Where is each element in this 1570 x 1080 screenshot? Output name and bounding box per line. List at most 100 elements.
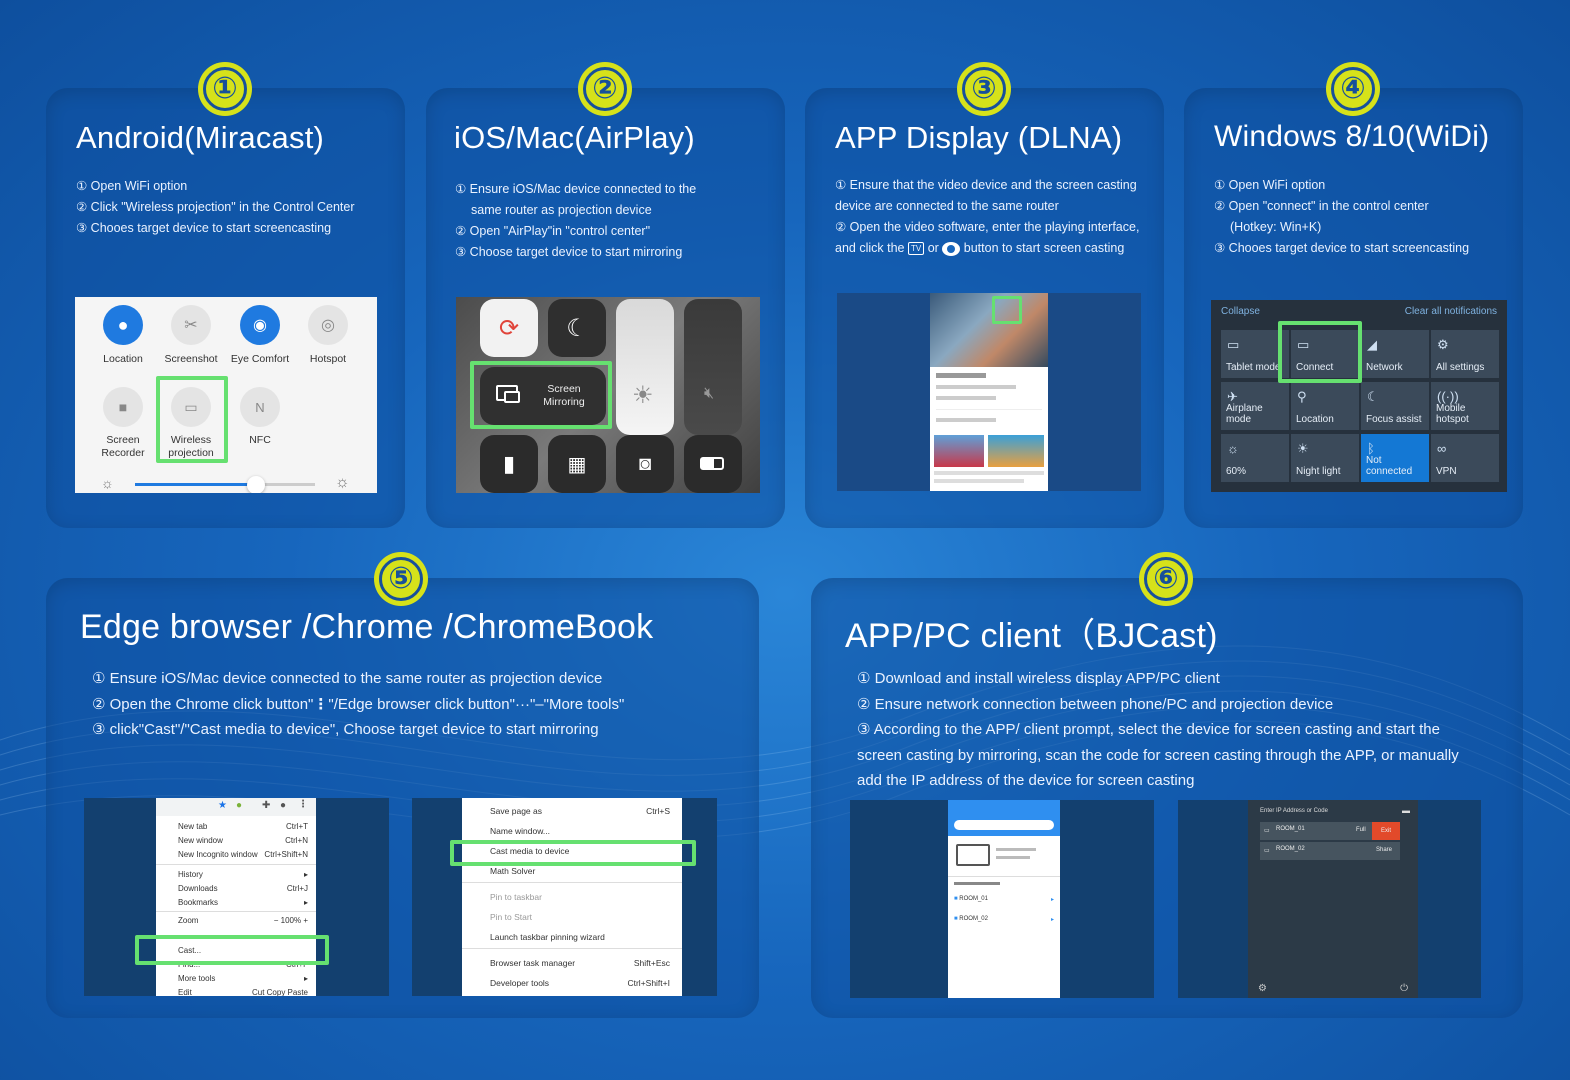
device-icon: ▭	[1264, 828, 1270, 834]
ios-control-center-screenshot: ⟳ ☾ ☀ 🔇︎ Screen Mirroring ▮ ▦ ◙	[456, 297, 760, 493]
windows-action-center-screenshot: Collapse Clear all notifications ▭Tablet…	[1211, 300, 1507, 492]
rotation-lock-button[interactable]: ⟳	[480, 299, 538, 357]
tile-brightness[interactable]: ☼60%	[1221, 434, 1289, 482]
flashlight-button[interactable]: ▮	[480, 435, 538, 493]
tile-label: NFC	[249, 434, 271, 446]
highlight-cast-item	[135, 935, 329, 965]
edge-menu-item[interactable]: Launch taskbar pinning wizard	[490, 932, 605, 942]
tile-night-light[interactable]: ☀Night light	[1291, 434, 1359, 482]
tile-mobile-hotspot[interactable]: ((·))Mobile hotspot	[1431, 382, 1499, 430]
extension-icon: ●	[236, 800, 243, 811]
kebab-menu-button[interactable]: ⋮	[298, 799, 308, 810]
card-title-bjcast: APP/PC client（BJCast)	[845, 617, 1218, 655]
tile-label: Location	[103, 353, 143, 365]
screen-recorder-icon: ■	[103, 387, 143, 427]
brightness-control[interactable]	[616, 299, 674, 435]
edge-menu-item[interactable]: Math Solver	[490, 866, 536, 876]
tile-location[interactable]: ⚲Location	[1291, 382, 1359, 430]
tile-connect[interactable]: ▭Connect	[1291, 330, 1359, 378]
volume-control[interactable]	[684, 299, 742, 435]
chrome-menu-item-cast[interactable]: Cast...	[178, 946, 202, 955]
chrome-menu-item-zoom[interactable]: Zoom− 100% +	[178, 916, 308, 925]
brightness-icon: ☀	[632, 382, 654, 409]
tile-network[interactable]: ◢Network	[1361, 330, 1429, 378]
app-search-input[interactable]	[954, 820, 1054, 830]
app-header	[948, 800, 1060, 836]
bjcast-pc-screenshot: Enter IP Address or Code ▬ ▭ ROOM_01 Ful…	[1178, 800, 1481, 998]
tile-focus-assist[interactable]: ☾Focus assist	[1361, 382, 1429, 430]
camera-button[interactable]: ◙	[616, 435, 674, 493]
edge-menu-item[interactable]: Pin to taskbar	[490, 892, 542, 902]
video-player	[930, 293, 1048, 367]
settings-icon[interactable]: ⚙	[1258, 983, 1267, 994]
card-title-android: Android(Miracast)	[76, 120, 325, 155]
brightness-slider[interactable]	[135, 476, 315, 493]
highlight-screen-mirroring	[470, 361, 612, 429]
app-room-item[interactable]: ■ ROOM_02 ▸	[954, 916, 1054, 923]
android-control-center-screenshot: ● ✂ ◉ ◎ Location Screenshot Eye Comfort …	[75, 297, 377, 493]
collapse-link[interactable]: Collapse	[1221, 306, 1260, 317]
do-not-disturb-button[interactable]: ☾	[548, 299, 606, 357]
edge-menu-item[interactable]: Name window...	[490, 826, 550, 836]
pc-room-item[interactable]: ▭ ROOM_01 Full Exit	[1260, 822, 1400, 840]
full-button[interactable]: Full	[1356, 827, 1366, 833]
highlight-cast-media-item	[450, 840, 696, 866]
screenshot-icon: ✂	[171, 305, 211, 345]
card-steps-bjcast: ① Download and install wireless display …	[857, 670, 1459, 789]
tile-tablet-mode[interactable]: ▭Tablet mode	[1221, 330, 1289, 378]
minimize-icon[interactable]: ▬	[1402, 806, 1410, 815]
step-badge-5: ⑤	[374, 552, 428, 606]
card-title-ios: iOS/Mac(AirPlay)	[454, 120, 695, 155]
mute-icon: 🔇︎	[704, 385, 715, 402]
step-badge-4: ④	[1326, 62, 1380, 116]
monitor-icon	[956, 844, 990, 866]
edge-menu-item-cast[interactable]: Cast media to device	[490, 846, 570, 856]
tile-all-settings[interactable]: ⚙All settings	[1431, 330, 1499, 378]
tile-vpn[interactable]: ∞VPN	[1431, 434, 1499, 482]
pc-room-item[interactable]: ▭ ROOM_02 Share	[1260, 842, 1400, 860]
device-icon: ■	[954, 896, 958, 902]
share-button[interactable]: Share	[1376, 847, 1393, 853]
clear-notifications-link[interactable]: Clear all notifications	[1404, 306, 1497, 317]
chrome-menu-item[interactable]: Bookmarks▸	[178, 898, 308, 907]
tile-airplane-mode[interactable]: ✈Airplane mode	[1221, 382, 1289, 430]
card-steps-dlna: ① Ensure that the video device and the s…	[835, 178, 1140, 256]
card-steps-edge: ① Ensure iOS/Mac device connected to the…	[92, 670, 625, 738]
app-phone-screen: ■ ROOM_01 ▸ ■ ROOM_02 ▸	[948, 800, 1060, 998]
chrome-menu-item[interactable]: More tools▸	[178, 974, 308, 983]
low-power-button[interactable]	[684, 435, 742, 493]
hotspot-icon: ◎	[308, 305, 348, 345]
chrome-menu-item[interactable]: History▸	[178, 870, 308, 879]
screen-mirroring-button[interactable]: Screen Mirroring	[480, 367, 606, 425]
highlight-connect-tile	[1278, 321, 1362, 383]
card-steps-android: ① Open WiFi option ② Click "Wireless pro…	[76, 179, 355, 235]
card-title-dlna: APP Display (DLNA)	[835, 120, 1123, 155]
tile-label: Hotspot	[309, 353, 347, 365]
card-title-windows: Windows 8/10(WiDi)	[1214, 120, 1490, 153]
exit-button[interactable]: Exit	[1372, 822, 1400, 840]
chevron-right-icon: ▸	[1050, 897, 1054, 903]
calculator-button[interactable]: ▦	[548, 435, 606, 493]
step-badge-6: ⑥	[1139, 552, 1193, 606]
pc-client-window: Enter IP Address or Code ▬ ▭ ROOM_01 Ful…	[1248, 800, 1418, 998]
brightness-high-icon: ☼	[335, 474, 350, 491]
edge-menu-item[interactable]: Pin to Start	[490, 912, 533, 922]
profile-icon: ●	[280, 800, 287, 811]
step-badge-2: ②	[578, 62, 632, 116]
app-room-item[interactable]: ■ ROOM_01 ▸	[954, 896, 1054, 903]
tv-icon: TV	[907, 242, 925, 256]
step-badge-1: ①	[198, 62, 252, 116]
wireless-projection-icon: ▭	[171, 387, 211, 427]
power-icon[interactable]: ⏻	[1400, 983, 1408, 994]
